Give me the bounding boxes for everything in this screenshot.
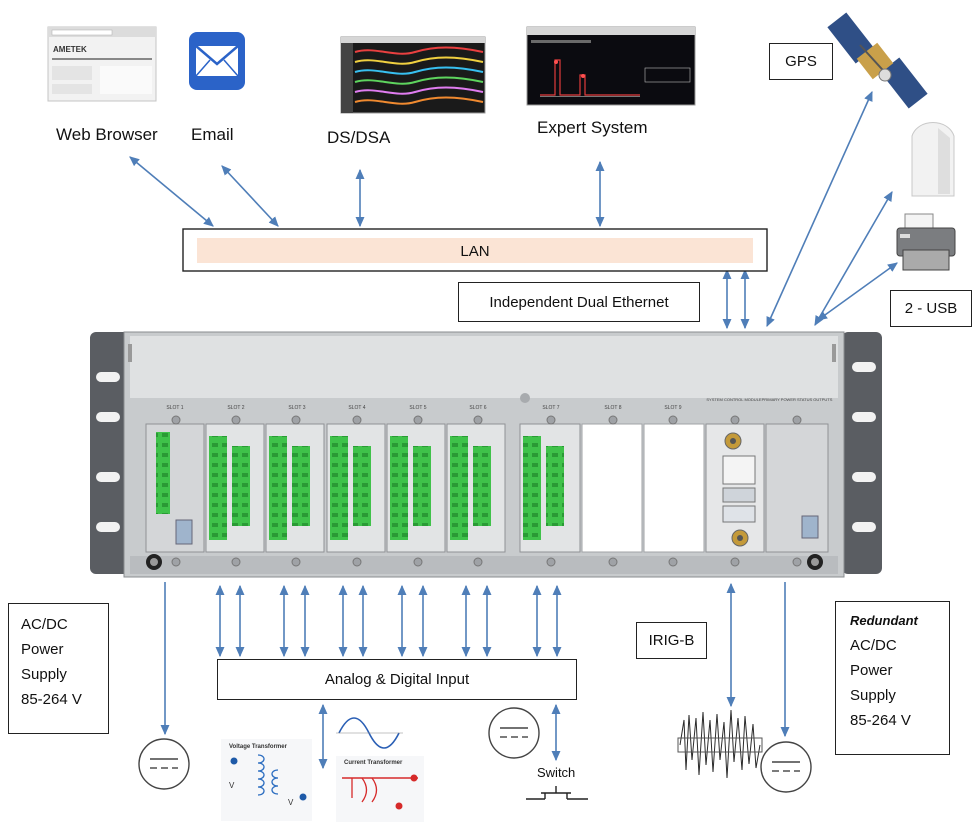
slot-8-label: SLOT 8 — [604, 405, 621, 411]
usb-drive-icon — [911, 122, 955, 197]
dual-ethernet-label: Independent Dual Ethernet — [489, 293, 669, 311]
slot-2-label: SLOT 2 — [227, 405, 244, 411]
web-browser-label: Web Browser — [56, 125, 158, 144]
power-right-line-2: Power — [850, 662, 893, 679]
connection-arrows-bottom — [160, 582, 790, 770]
current-transformer-card: Current Transformer — [336, 756, 424, 822]
email-envelope-icon — [189, 32, 245, 90]
slot-5-label: SLOT 5 — [409, 405, 426, 411]
arrow-printer-chassis — [817, 262, 898, 321]
dc-power-icon — [760, 741, 812, 793]
switch-icon — [526, 786, 588, 800]
sine-wave-icon — [336, 717, 403, 749]
irig-signal-icon — [677, 709, 763, 779]
expert-system-screen-icon — [526, 26, 696, 106]
email-label: Email — [191, 125, 234, 144]
arrow-email-lan — [221, 165, 279, 227]
printer-icon — [896, 213, 956, 271]
expert-system-label: Expert System — [537, 118, 648, 137]
power-left-line-2: Power — [21, 641, 64, 658]
slot-3-label: SLOT 3 — [288, 405, 305, 411]
arrow-gps-chassis — [766, 90, 873, 328]
browser-logo: AMETEK — [53, 45, 87, 54]
irig-b-label: IRIG-B — [648, 632, 695, 649]
connection-arrows-top — [129, 90, 898, 330]
power-right-heading: Redundant — [850, 613, 918, 628]
power-left-line-3: Supply — [21, 666, 67, 683]
dc-power-icon — [488, 707, 540, 759]
slot-4-label: SLOT 4 — [348, 405, 365, 411]
v2-label: V — [288, 798, 294, 807]
dual-ethernet-box: Independent Dual Ethernet — [458, 282, 700, 322]
system-control-label: SYSTEM CONTROL MODULE — [706, 397, 762, 402]
gps-box: GPS — [769, 43, 833, 80]
gps-label: GPS — [785, 53, 817, 70]
browser-screenshot-icon: AMETEK — [47, 26, 157, 102]
ds-dsa-label: DS/DSA — [327, 128, 391, 147]
arrow-usb-chassis — [814, 191, 893, 326]
power-supply-right-box: Redundant AC/DC Power Supply 85-264 V — [835, 601, 950, 755]
slot-labels: SLOT 1 SLOT 2 SLOT 3 SLOT 4 SLOT 5 SLOT … — [166, 397, 832, 411]
usb-box: 2 - USB — [890, 290, 972, 327]
analog-digital-input-label: Analog & Digital Input — [324, 671, 470, 688]
slot-7-label: SLOT 7 — [542, 405, 559, 411]
lan-box: LAN — [182, 228, 768, 272]
slot-1-label: SLOT 1 — [166, 405, 183, 411]
power-right-line-3: Supply — [850, 687, 896, 704]
switch-label: Switch — [537, 765, 576, 780]
slot-modules — [145, 423, 829, 553]
waveform-screen-icon — [340, 36, 486, 114]
power-left-line-4: 85-264 V — [21, 691, 82, 708]
dc-power-icon — [138, 738, 190, 790]
voltage-transformer-card: Voltage Transformer V V — [221, 739, 312, 821]
primary-power-label: PRIMARY POWER STATUS OUTPUTS — [762, 397, 833, 402]
satellite-icon — [827, 12, 928, 109]
slot-9-label: SLOT 9 — [664, 405, 681, 411]
power-supply-left-box: AC/DC Power Supply 85-264 V — [8, 603, 109, 734]
current-transformer-label: Current Transformer — [344, 760, 403, 766]
slot-6-label: SLOT 6 — [469, 405, 486, 411]
voltage-transformer-label: Voltage Transformer — [229, 744, 288, 750]
irig-b-box: IRIG-B — [636, 622, 707, 659]
power-right-line-1: AC/DC — [850, 637, 897, 654]
lan-label: LAN — [460, 243, 489, 260]
v1-label: V — [229, 781, 235, 790]
chassis-screws — [171, 415, 802, 567]
analog-digital-input-box: Analog & Digital Input — [217, 659, 577, 700]
usb-label: 2 - USB — [904, 300, 958, 317]
power-left-line-1: AC/DC — [21, 616, 68, 633]
arrow-web-lan — [129, 156, 214, 227]
power-right-line-4: 85-264 V — [850, 712, 911, 729]
